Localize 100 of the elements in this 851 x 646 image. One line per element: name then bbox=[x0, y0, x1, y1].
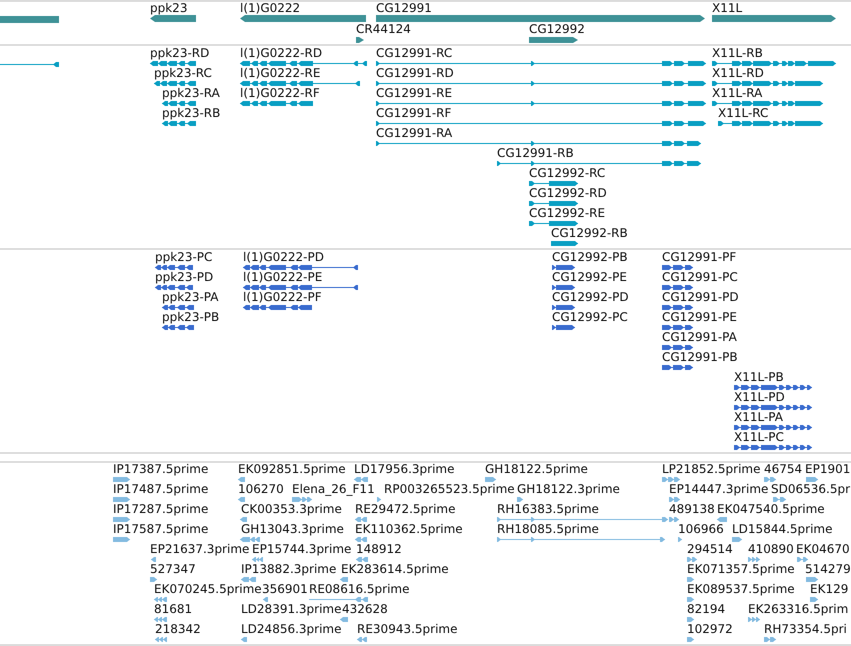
feature-label: X11L-RD bbox=[712, 66, 764, 80]
feature-label: X11L-RB bbox=[712, 46, 763, 60]
feature-label: l(1)G0222-RD bbox=[240, 46, 322, 60]
feature-label: ppk23-PC bbox=[155, 250, 212, 264]
feature-label: CG12992-RB bbox=[551, 226, 628, 240]
feature-label: ppk23-PB bbox=[162, 310, 220, 324]
feature-label: RE30943.5prime bbox=[357, 622, 458, 636]
feature-label: EK089537.5prime bbox=[687, 582, 795, 596]
feature-label: CG12991-PA bbox=[662, 330, 737, 344]
feature-label: CG12992-PE bbox=[552, 270, 627, 284]
feature-label: LD17956.3prime bbox=[354, 462, 455, 476]
feature-label: EK071357.5prime bbox=[687, 562, 795, 576]
feature-label: EK129 bbox=[810, 582, 848, 596]
feature-label: RP003265523.5prime bbox=[384, 482, 515, 496]
feature-label: EK092851.5prime bbox=[238, 462, 346, 476]
feature-label: X11L-RC bbox=[718, 106, 768, 120]
feature-label: l(1)G0222-PD bbox=[243, 250, 324, 264]
feature-label: ppk23-RB bbox=[162, 106, 220, 120]
feature-label: EP14447.3prime bbox=[669, 482, 768, 496]
feature-label: ppk23-RA bbox=[162, 86, 220, 100]
feature-label: RH18085.5prime bbox=[497, 522, 599, 536]
feature-label: 356901 bbox=[262, 582, 308, 596]
feature-label: ppk23 bbox=[150, 2, 188, 15]
feature-label: GH13043.3prime bbox=[241, 522, 344, 536]
feature-label: RH16383.5prime bbox=[497, 502, 599, 516]
feature-label: CG12991-PF bbox=[662, 250, 736, 264]
feature-label: RE29472.5prime bbox=[355, 502, 456, 516]
feature-label: X11L-RA bbox=[712, 86, 762, 100]
feature-label: ppk23-PD bbox=[155, 270, 214, 284]
feature-label: GH18122.5prime bbox=[485, 462, 588, 476]
feature-label: X11L bbox=[712, 2, 742, 15]
feature-label: IP17487.5prime bbox=[113, 482, 208, 496]
feature-label: ppk23-PA bbox=[162, 290, 218, 304]
feature-label: 294514 bbox=[687, 542, 733, 556]
feature-label: LD28391.3prime bbox=[241, 602, 342, 616]
feature-label: EK04670 bbox=[796, 542, 850, 556]
feature-label: CG12991-PD bbox=[662, 290, 739, 304]
feature-label: CG12991-RC bbox=[376, 46, 452, 60]
feature-label: RE08616.5prime bbox=[309, 582, 410, 596]
feature-label: CG12992-PB bbox=[552, 250, 628, 264]
feature-label: LD24856.3prime bbox=[241, 622, 342, 636]
feature-label: CG12991-RF bbox=[376, 106, 452, 120]
feature-label: 514279 bbox=[805, 562, 851, 576]
feature-label: 218342 bbox=[155, 622, 201, 636]
feature-label: CG12991-RA bbox=[376, 126, 452, 140]
feature-label: CG12992-PD bbox=[552, 290, 629, 304]
feature-label: CG12992-RD bbox=[529, 186, 607, 200]
feature-label: EK283614.5prime bbox=[341, 562, 449, 576]
feature-label: SD06536.5pr bbox=[771, 482, 850, 496]
feature-label: LP21852.5prime bbox=[662, 462, 761, 476]
feature-label: GH18122.3prime bbox=[517, 482, 620, 496]
feature-label: CG12991-RB bbox=[497, 146, 574, 160]
feature-label: EK070245.5prime bbox=[154, 582, 262, 596]
feature-label: l(1)G0222-RE bbox=[240, 66, 320, 80]
feature-label: IP17387.5prime bbox=[113, 462, 208, 476]
feature-label: IP17587.5prime bbox=[113, 522, 208, 536]
feature-label: CG12992-RE bbox=[529, 206, 606, 220]
feature-label: l(1)G0222-RF bbox=[240, 86, 320, 100]
feature-label: 81681 bbox=[154, 602, 192, 616]
feature-label: EK047540.5prime bbox=[717, 502, 825, 516]
feature-label: CG12991-PB bbox=[662, 350, 738, 364]
feature-label: CG12992-RC bbox=[529, 166, 606, 180]
feature-label: X11L-PB bbox=[734, 370, 784, 384]
feature-label: l(1)G0222 bbox=[240, 2, 300, 15]
feature-label: X11L-PD bbox=[734, 390, 785, 404]
feature-label: CR44124 bbox=[356, 22, 411, 36]
feature-label: EK110362.5prime bbox=[355, 522, 463, 536]
feature-label: l(1)G0222-PE bbox=[243, 270, 322, 284]
feature-label: 102972 bbox=[687, 622, 733, 636]
feature-label: CG12992-PC bbox=[552, 310, 628, 324]
feature-label: 432628 bbox=[342, 602, 388, 616]
feature-label: ppk23-RC bbox=[154, 66, 212, 80]
feature-label: EP1901 bbox=[805, 462, 850, 476]
feature-label: 148912 bbox=[356, 542, 402, 556]
feature-label: CG12992 bbox=[529, 22, 585, 36]
feature-label: IP13882.3prime bbox=[241, 562, 336, 576]
feature-label: 82194 bbox=[687, 602, 726, 616]
feature-label: 106966 bbox=[678, 522, 724, 536]
feature-label: ppk23-RD bbox=[150, 46, 210, 60]
feature-label: CG12991-PE bbox=[662, 310, 737, 324]
feature-label: 46754 bbox=[764, 462, 802, 476]
feature-label: EP15744.3prime bbox=[252, 542, 352, 556]
feature-label: 410890 bbox=[748, 542, 794, 556]
feature-label: 489138 bbox=[669, 502, 715, 516]
feature-label: 527347 bbox=[150, 562, 196, 576]
feature-label: CG12991-PC bbox=[662, 270, 738, 284]
feature-label: EP21637.3prime bbox=[150, 542, 250, 556]
feature-label: CG12991-RE bbox=[376, 86, 452, 100]
feature-label: LD15844.5prime bbox=[732, 522, 833, 536]
feature-label: Elena_26_F11 bbox=[292, 482, 375, 496]
feature-label: RH73354.5pri bbox=[764, 622, 847, 636]
feature-label: EK263316.5prim bbox=[748, 602, 848, 616]
feature-label: 106270 bbox=[238, 482, 284, 496]
feature-label: CG12991-RD bbox=[376, 66, 454, 80]
feature-label: X11L-PC bbox=[734, 430, 784, 444]
feature-label: X11L-PA bbox=[734, 410, 783, 424]
feature-label: IP17287.5prime bbox=[113, 502, 208, 516]
feature-label: CG12991 bbox=[376, 2, 432, 15]
feature-label: CK00353.3prime bbox=[241, 502, 342, 516]
feature-label: l(1)G0222-PF bbox=[243, 290, 322, 304]
